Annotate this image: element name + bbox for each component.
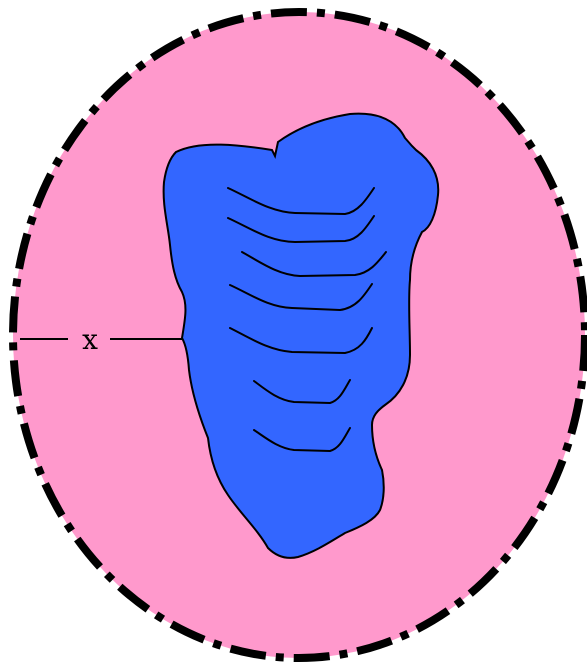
x-label: x — [82, 323, 98, 356]
